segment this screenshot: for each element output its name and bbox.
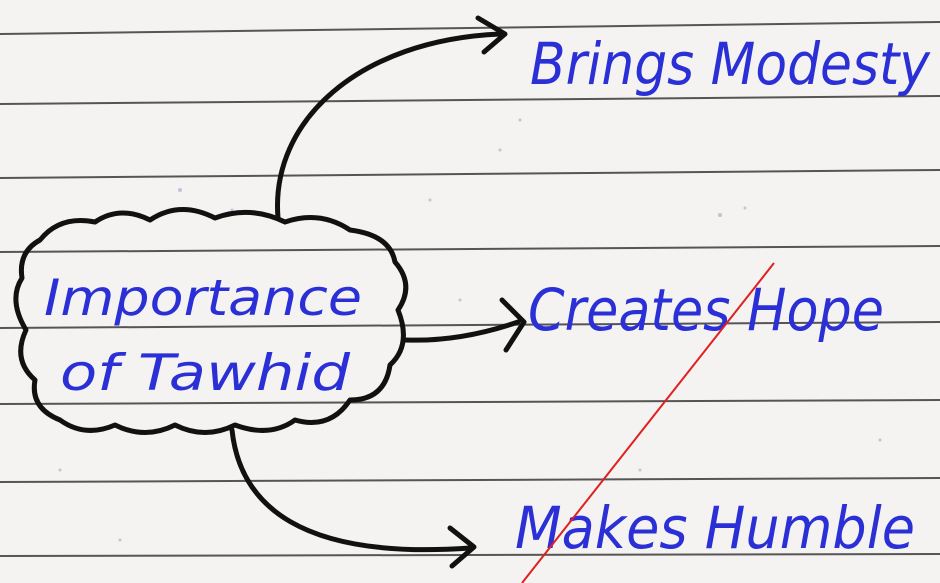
central-topic-line2: of Tawhid	[60, 344, 350, 402]
rule-line	[0, 169, 940, 179]
red-diagonal-line	[521, 262, 775, 583]
central-cloud-outline	[13, 207, 409, 435]
branch-label-brings-modesty: Brings Modesty	[530, 30, 931, 98]
rule-line	[0, 477, 940, 483]
rule-line	[0, 399, 940, 405]
connector-top	[275, 31, 503, 221]
paper-specks	[58, 118, 882, 542]
connector-bottom	[229, 427, 473, 553]
connector-middle	[402, 319, 521, 343]
branch-label-creates-hope: Creates Hope	[528, 276, 884, 344]
rule-line	[0, 321, 940, 329]
rule-line	[0, 553, 940, 557]
rule-line	[0, 95, 940, 105]
central-topic-line1: Importance	[44, 269, 362, 327]
rule-line	[0, 245, 940, 253]
branch-label-makes-humble: Makes Humble	[515, 494, 915, 562]
rule-line	[0, 21, 940, 35]
ruled-lines	[0, 21, 940, 557]
arrowhead-top-icon	[475, 15, 508, 55]
arrowhead-middle-icon	[499, 297, 527, 353]
arrowhead-bottom-icon	[447, 525, 477, 569]
